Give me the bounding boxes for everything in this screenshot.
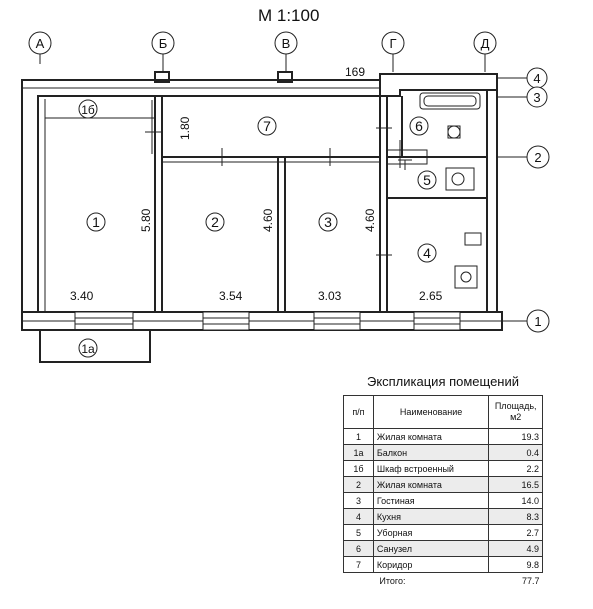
axis-4-label: 4 bbox=[533, 71, 540, 86]
axis-3: 3 bbox=[497, 86, 548, 108]
axis-2-label: 2 bbox=[534, 150, 541, 165]
bathtub-icon bbox=[419, 92, 481, 110]
room-explication: Экспликация помещений п/п Наименование П… bbox=[343, 374, 543, 588]
partitions bbox=[44, 95, 487, 313]
axis-3-label: 3 bbox=[533, 90, 540, 105]
windows bbox=[74, 311, 461, 331]
row-area: 19.3 bbox=[488, 428, 543, 445]
row-area: 14.0 bbox=[488, 492, 543, 509]
room-1-label: 1 bbox=[92, 214, 100, 230]
room-1a-label: 1а bbox=[81, 342, 95, 356]
row-num: 1а bbox=[343, 444, 374, 461]
table-row: 1а Балкон 0.4 bbox=[343, 444, 543, 461]
room-3-label: 3 bbox=[324, 214, 332, 230]
sink-icon bbox=[447, 125, 461, 139]
axis-1: 1 bbox=[502, 309, 550, 333]
legend-table: п/п Наименование Площадь, м2 1 Жилая ком… bbox=[343, 395, 543, 588]
room-7-label: 7 bbox=[263, 118, 271, 134]
room-6-label: 6 bbox=[415, 118, 423, 134]
dim-460-a: 4.60 bbox=[261, 208, 275, 232]
total-label: Итого: bbox=[379, 575, 406, 586]
total-value: 77.7 bbox=[521, 575, 540, 586]
row-name: Санузел bbox=[372, 540, 490, 557]
fixtures bbox=[398, 92, 482, 289]
room-5-label: 5 bbox=[423, 172, 431, 188]
row-area: 4.9 bbox=[488, 540, 543, 557]
legend-header-row: п/п Наименование Площадь, м2 bbox=[343, 395, 543, 429]
row-name: Балкон bbox=[372, 444, 490, 461]
row-name: Шкаф встроенный bbox=[372, 460, 490, 477]
axis-g-label: Г bbox=[389, 36, 396, 51]
row-area: 2.2 bbox=[488, 460, 543, 477]
row-name: Жилая комната bbox=[372, 428, 490, 445]
total-row: Итого: 77.7 bbox=[344, 573, 543, 589]
table-row: 7 Коридор 9.8 bbox=[343, 556, 543, 573]
row-num: 4 bbox=[343, 508, 374, 525]
axis-1-label: 1 bbox=[534, 314, 541, 329]
row-num: 6 bbox=[343, 540, 374, 557]
toilet-icon bbox=[445, 167, 475, 191]
row-num: 2 bbox=[343, 476, 374, 493]
row-area: 8.3 bbox=[488, 508, 543, 525]
dim-340: 3.40 bbox=[70, 289, 94, 303]
row-num: 1 bbox=[343, 428, 374, 445]
room-2-label: 2 bbox=[211, 214, 219, 230]
table-row: 3 Гостиная 14.0 bbox=[343, 492, 543, 509]
room-labels: 1 1б 1а 2 3 4 5 6 7 bbox=[78, 99, 437, 358]
room-1b-label: 1б bbox=[81, 103, 95, 117]
table-row: 6 Санузел 4.9 bbox=[343, 540, 543, 557]
dimension-values: 169 1.80 5.80 4.60 4.60 3.40 3.54 3.03 2… bbox=[70, 65, 443, 303]
col-name-header: Наименование bbox=[372, 395, 490, 429]
row-name: Гостиная bbox=[372, 492, 490, 509]
dim-265: 2.65 bbox=[419, 289, 443, 303]
row-name: Коридор bbox=[372, 556, 490, 573]
table-row: 5 Уборная 2.7 bbox=[343, 524, 543, 541]
axis-2: 2 bbox=[497, 145, 550, 169]
axis-4: 4 bbox=[497, 67, 548, 89]
dim-180: 1.80 bbox=[178, 116, 192, 140]
axis-d-label: Д bbox=[481, 36, 490, 51]
dimension-lines bbox=[45, 100, 155, 154]
room-4-label: 4 bbox=[423, 245, 431, 261]
axis-v: В bbox=[274, 31, 298, 72]
axis-b-label: Б bbox=[159, 36, 168, 51]
dim-354: 3.54 bbox=[219, 289, 243, 303]
col-num-header: п/п bbox=[343, 395, 374, 429]
scale-label: М 1:100 bbox=[258, 6, 319, 25]
dim-580: 5.80 bbox=[139, 208, 153, 232]
row-num: 5 bbox=[343, 524, 374, 541]
col-area-header: Площадь, м2 bbox=[488, 395, 543, 429]
row-area: 9.8 bbox=[488, 556, 543, 573]
axis-b: Б bbox=[151, 31, 175, 72]
row-num: 7 bbox=[343, 556, 374, 573]
table-row: 2 Жилая комната 16.5 bbox=[343, 476, 543, 493]
row-num: 3 bbox=[343, 492, 374, 509]
axis-a-label: А bbox=[36, 36, 45, 51]
row-name: Жилая комната bbox=[372, 476, 490, 493]
row-name: Уборная bbox=[372, 524, 490, 541]
axis-v-label: В bbox=[282, 36, 291, 51]
table-row: 1б Шкаф встроенный 2.2 bbox=[343, 460, 543, 477]
axis-a: А bbox=[28, 31, 52, 64]
table-row: 4 Кухня 8.3 bbox=[343, 508, 543, 525]
stove-icon bbox=[454, 265, 478, 289]
balcony bbox=[39, 329, 151, 363]
dim-460-b: 4.60 bbox=[363, 208, 377, 232]
dim-303: 3.03 bbox=[318, 289, 342, 303]
dim-169: 169 bbox=[345, 65, 365, 79]
row-area: 16.5 bbox=[488, 476, 543, 493]
legend-title: Экспликация помещений bbox=[366, 374, 520, 389]
axis-d: Д bbox=[473, 31, 497, 72]
sink-kitchen-icon bbox=[464, 232, 482, 246]
row-name: Кухня bbox=[372, 508, 490, 525]
axis-g: Г bbox=[381, 31, 405, 72]
outer-walls bbox=[21, 71, 503, 331]
row-area: 0.4 bbox=[488, 444, 543, 461]
row-num: 1б bbox=[343, 460, 374, 477]
table-row: 1 Жилая комната 19.3 bbox=[343, 428, 543, 445]
row-area: 2.7 bbox=[488, 524, 543, 541]
